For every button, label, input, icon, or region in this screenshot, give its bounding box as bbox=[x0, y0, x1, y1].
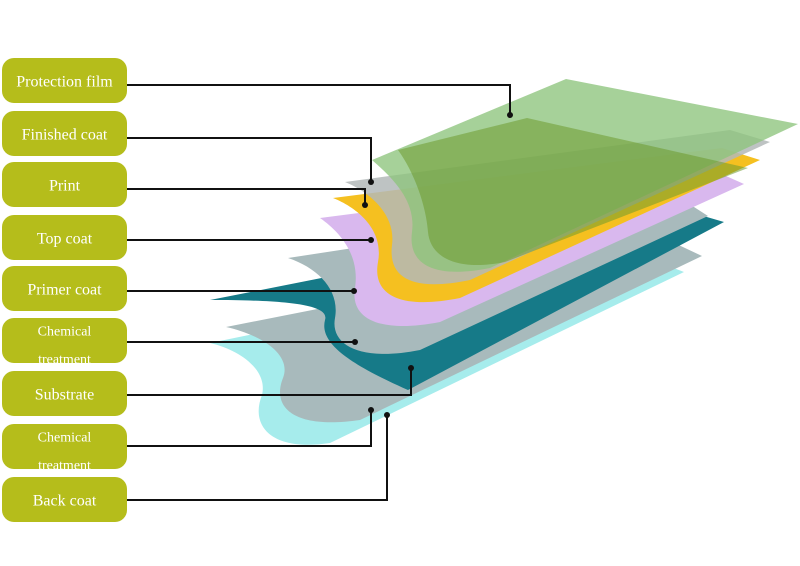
label-text: Print bbox=[49, 178, 81, 195]
label-pill bbox=[2, 424, 127, 469]
leader-line-4 bbox=[127, 237, 374, 243]
protection-film-inner-layer bbox=[398, 118, 748, 266]
label-text: Back coat bbox=[33, 493, 97, 510]
layer-label-9: Back coat bbox=[2, 477, 127, 522]
label-text: Protection film bbox=[16, 74, 113, 91]
leader-path bbox=[127, 84, 511, 115]
leader-dot bbox=[368, 179, 374, 185]
leader-path bbox=[127, 410, 372, 447]
label-pill bbox=[2, 266, 127, 311]
layer-label-5: Primer coat bbox=[2, 266, 127, 311]
leader-dot bbox=[362, 202, 368, 208]
leader-dot bbox=[507, 112, 513, 118]
layer-label-3: Print bbox=[2, 162, 127, 207]
label-text: Substrate bbox=[35, 387, 95, 404]
leader-path bbox=[127, 188, 366, 205]
leader-line-9 bbox=[127, 412, 390, 501]
leader-line-7 bbox=[127, 365, 414, 396]
leader-path bbox=[127, 368, 412, 396]
label-pill bbox=[2, 371, 127, 416]
label-pill bbox=[2, 477, 127, 522]
leader-dot bbox=[352, 339, 358, 345]
label-pill bbox=[2, 58, 127, 103]
label-pill bbox=[2, 318, 127, 363]
leader-line-3 bbox=[127, 188, 368, 208]
leader-lines bbox=[127, 84, 513, 501]
leader-line-8 bbox=[127, 407, 374, 447]
label-text: Top coat bbox=[37, 231, 93, 248]
layer-label-1: Protection film bbox=[2, 58, 127, 103]
leader-line-1 bbox=[127, 84, 513, 118]
label-text-line: Chemical bbox=[38, 325, 92, 340]
label-text: Finished coat bbox=[22, 127, 108, 144]
label-pill bbox=[2, 111, 127, 156]
label-pill bbox=[2, 215, 127, 260]
layer-label-7: Substrate bbox=[2, 371, 127, 416]
leader-dot bbox=[384, 412, 390, 418]
label-text: Primer coat bbox=[27, 282, 102, 299]
label-text-line: Chemical bbox=[38, 431, 92, 446]
layer-label-2: Finished coat bbox=[2, 111, 127, 156]
leader-dot bbox=[368, 237, 374, 243]
leader-line-6 bbox=[127, 339, 358, 345]
layer-stack bbox=[210, 79, 798, 445]
leader-line-5 bbox=[127, 288, 357, 294]
leader-dot bbox=[351, 288, 357, 294]
leader-dot bbox=[368, 407, 374, 413]
leader-path bbox=[127, 137, 372, 182]
label-text-line: treatment bbox=[38, 353, 91, 368]
label-text-line: treatment bbox=[38, 459, 91, 474]
label-pill bbox=[2, 162, 127, 207]
leader-dot bbox=[408, 365, 414, 371]
layer-label-4: Top coat bbox=[2, 215, 127, 260]
layer-label-6: Chemical treatment bbox=[2, 318, 127, 368]
leader-line-2 bbox=[127, 137, 374, 185]
leader-path bbox=[127, 415, 388, 501]
layer-label-8: Chemical treatment bbox=[2, 424, 127, 474]
